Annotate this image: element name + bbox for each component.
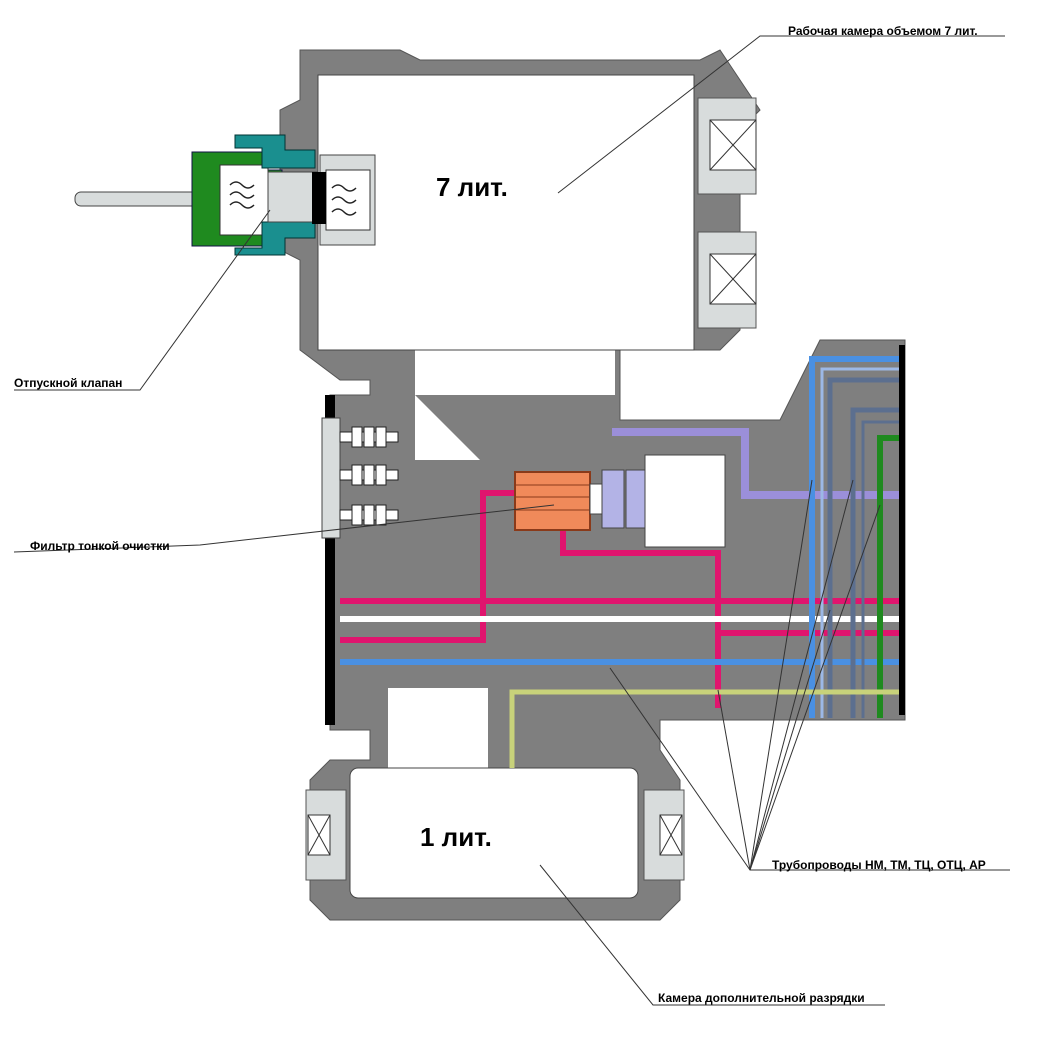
left-bolts — [321, 395, 399, 725]
top-right-fittings — [697, 97, 757, 329]
pipe-blue-vertical — [809, 356, 900, 718]
pipe-pink-upper — [340, 490, 520, 643]
volume-7l-label: 7 лит. — [436, 172, 508, 202]
upper-gap-chamfer — [415, 395, 615, 460]
pipe-olive — [509, 689, 900, 768]
volume-1l-label: 1 лит. — [420, 822, 492, 852]
extra-chamber-label: Камера дополнительной разрядки — [658, 991, 865, 1005]
fine-filter — [514, 454, 726, 548]
working-chamber-7l — [317, 74, 695, 351]
lower-gap — [388, 688, 488, 768]
right-notch — [635, 365, 785, 385]
lower-fittings — [305, 789, 685, 881]
fine-filter-label: Фильтр тонкой очистки — [30, 539, 170, 553]
release-valve-label: Отпускной клапан — [14, 376, 123, 390]
pipe-slate-3 — [861, 420, 900, 718]
leader-lines — [13, 35, 1010, 1006]
pipelines-label: Трубопроводы НМ, ТМ, ТЦ, ОТЦ, АР — [772, 858, 986, 872]
pipe-blue-vertical-2 — [820, 367, 900, 718]
working-chamber-label: Рабочая камера объемом 7 лит. — [788, 24, 978, 38]
pipe-slate-2 — [850, 407, 900, 718]
pipe-slate-1 — [827, 377, 900, 718]
extra-discharge-chamber-1l — [349, 767, 639, 899]
pipe-network — [340, 345, 905, 768]
pipe-green — [877, 435, 900, 718]
